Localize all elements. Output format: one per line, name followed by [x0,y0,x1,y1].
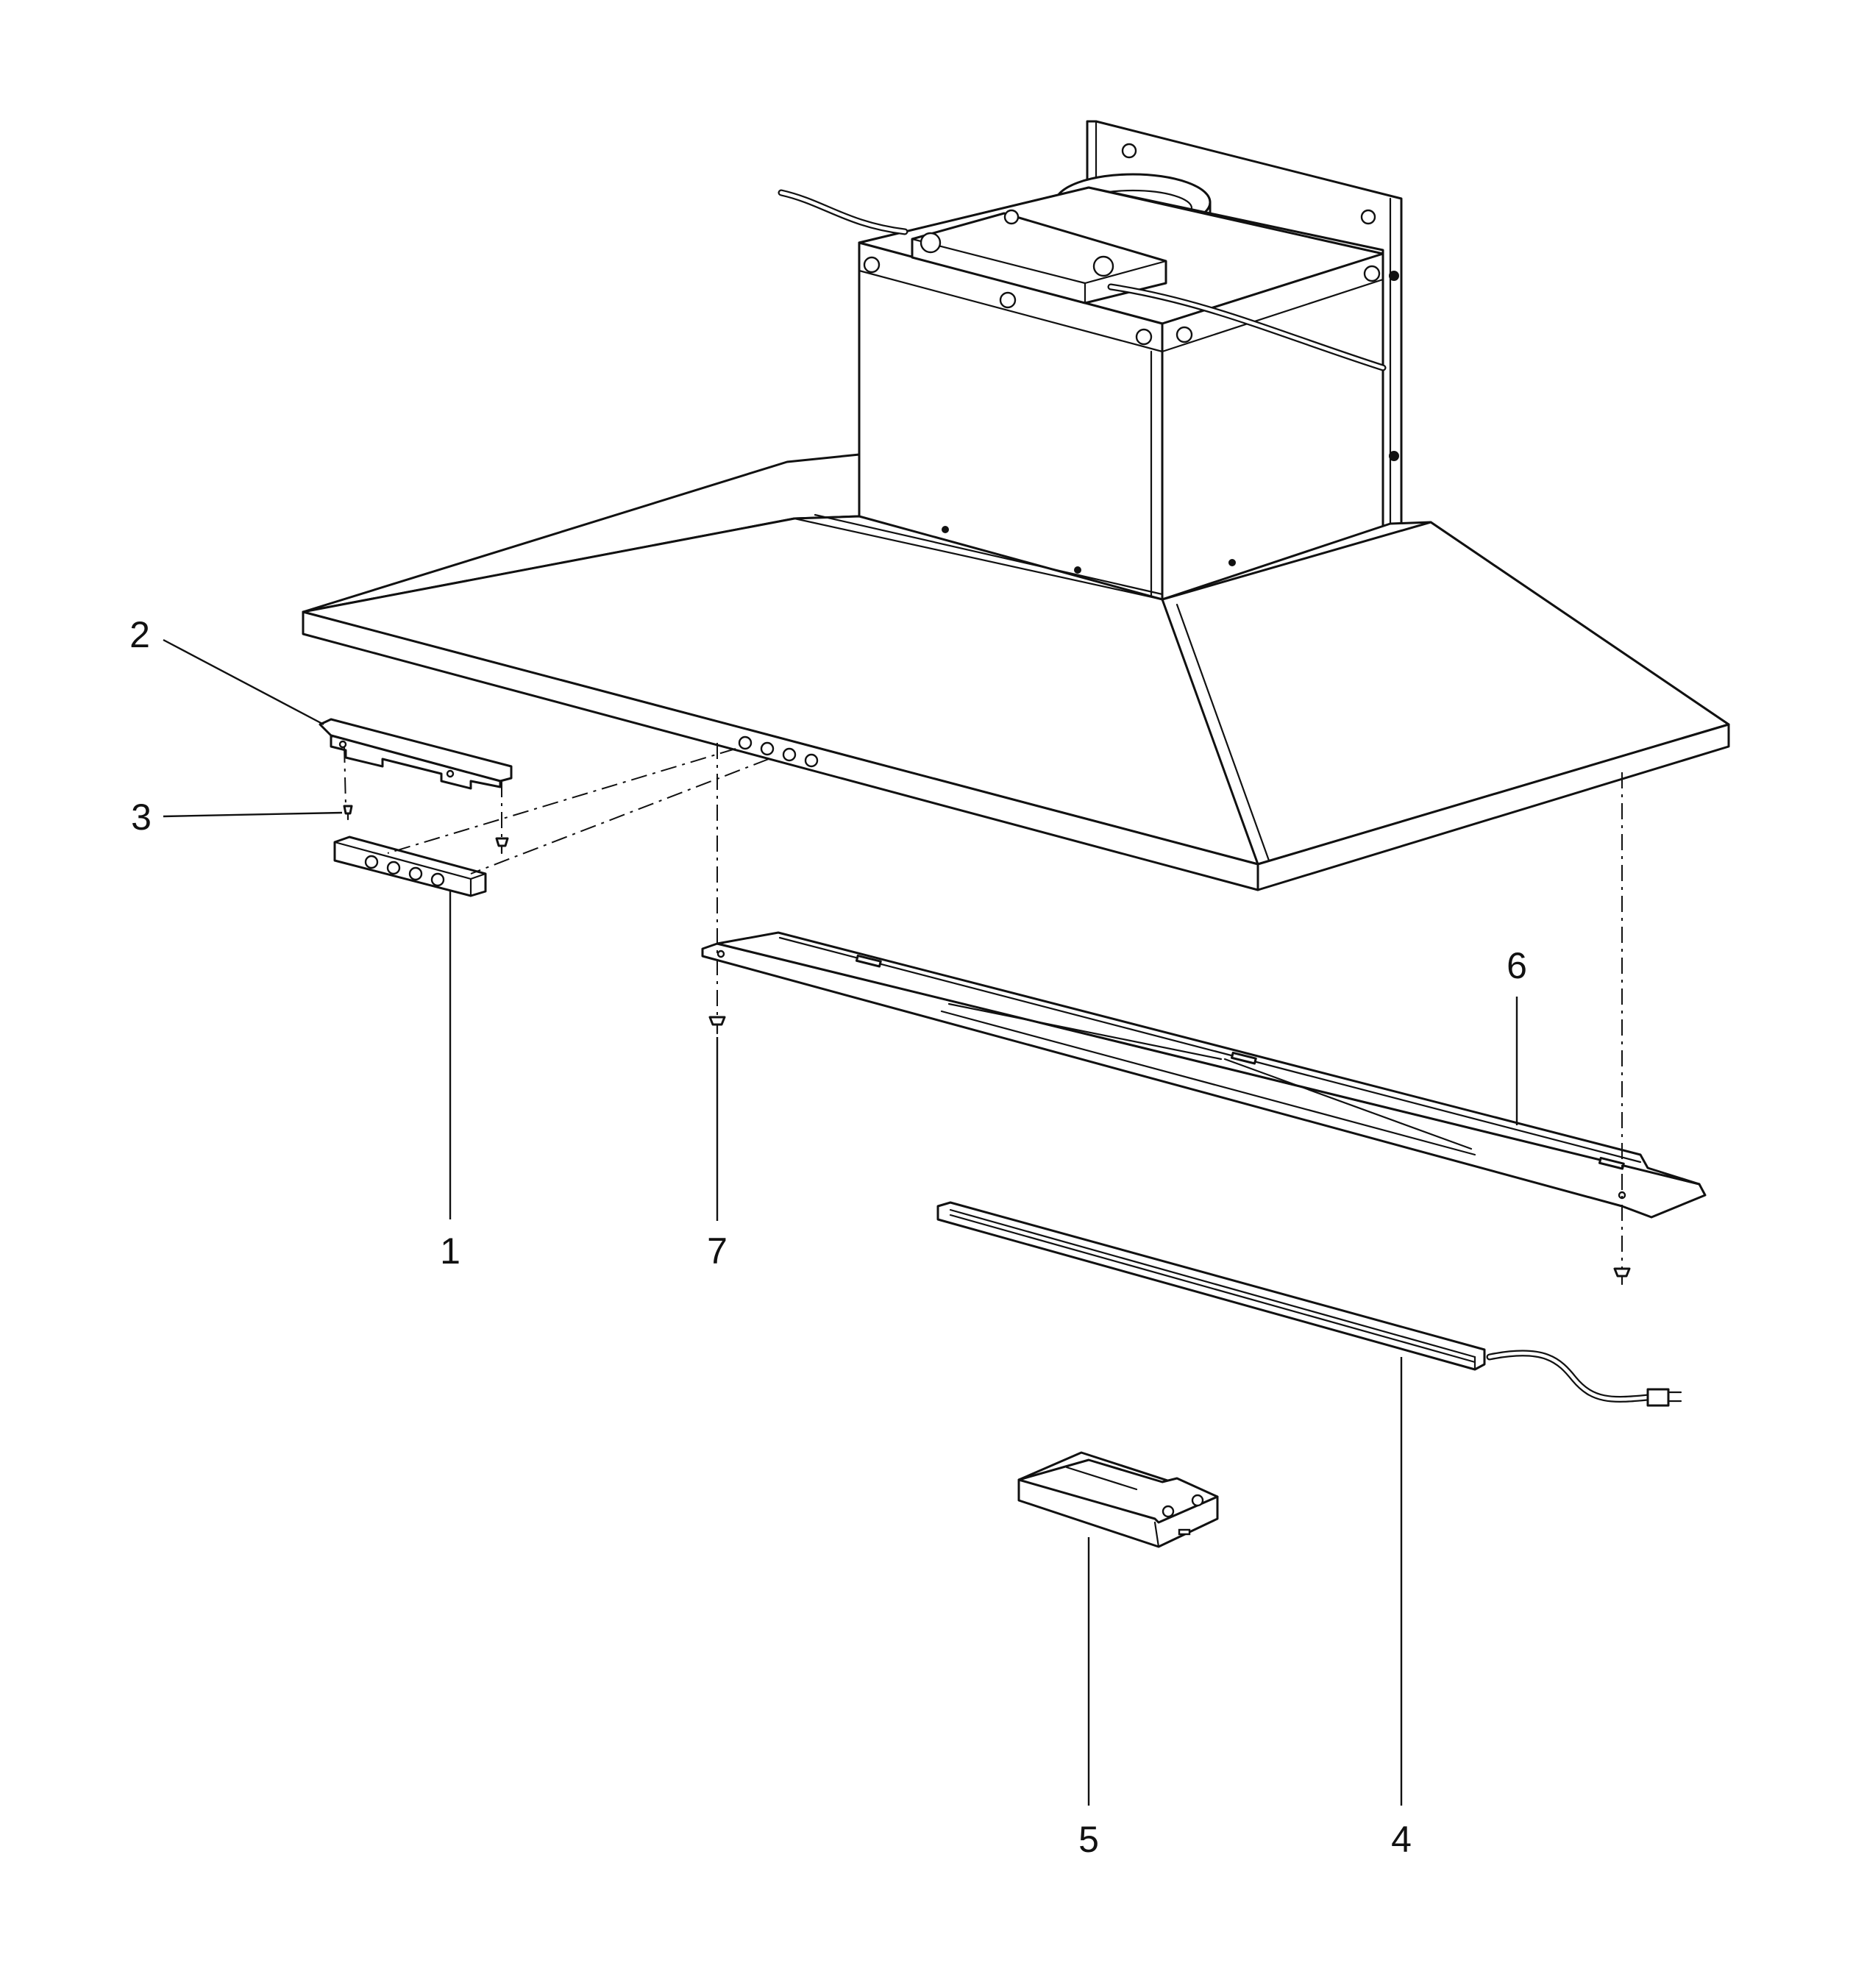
leader-lines [163,638,1518,1806]
part-7-screw [708,1016,726,1035]
part-5-led-driver [1017,1451,1219,1548]
callout-7: 7 [707,1230,728,1272]
part-2-control-bracket [319,718,513,790]
terminal-box [911,209,1167,304]
part-4-led-light-strip [936,1201,1486,1371]
callout-4: 4 [1391,1819,1412,1860]
blower-housing [858,186,1384,601]
callout-3: 3 [131,797,152,838]
hood-canopy [302,453,1730,891]
led-power-cord [1486,1350,1682,1407]
screw-control [495,837,509,855]
callout-2: 2 [129,614,150,655]
part-3-screw [343,805,353,821]
part-6-light-rail [701,931,1707,1219]
callout-6: 6 [1507,945,1527,986]
power-cord-top [778,189,1387,371]
part-1-control-panel [333,836,487,897]
callout-1: 1 [440,1230,460,1272]
screw-right-rail [1613,1267,1631,1286]
callout-5: 5 [1078,1819,1099,1860]
callout-labels: 2 3 1 7 6 5 4 [129,614,1527,1860]
alignment-lines [344,743,1623,1269]
